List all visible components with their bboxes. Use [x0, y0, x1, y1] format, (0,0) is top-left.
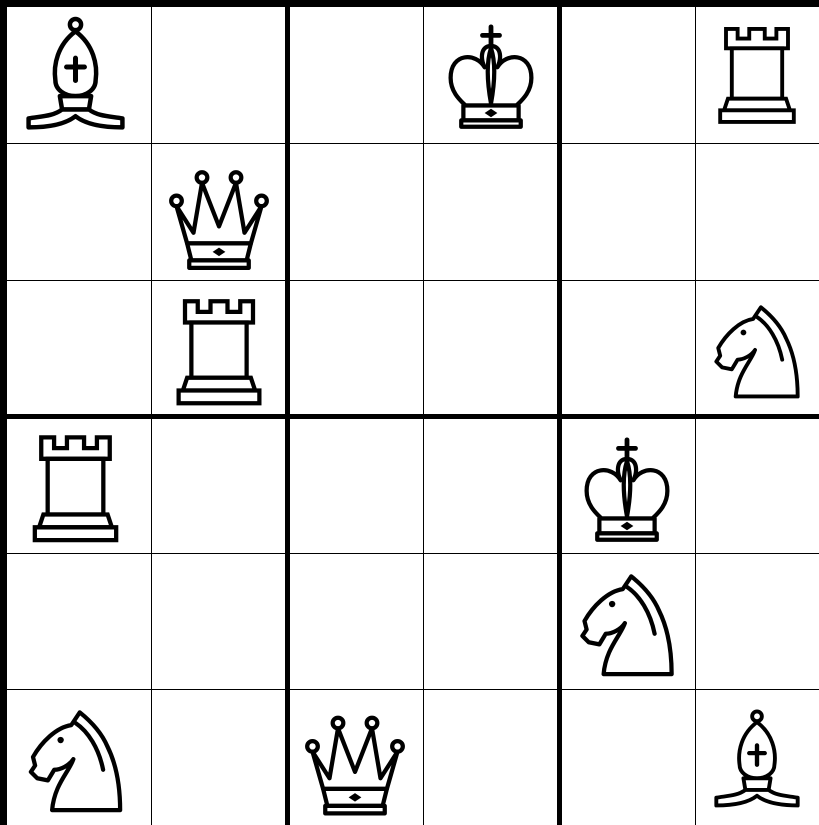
- rook-icon: [695, 0, 819, 143]
- knight-icon: [0, 689, 151, 825]
- cell-r5-c2[interactable]: [151, 553, 287, 689]
- cell-r6-c3[interactable]: [287, 689, 423, 825]
- knight-icon: [559, 553, 695, 689]
- cell-r4-c6[interactable]: [695, 416, 819, 553]
- cell-r4-c5[interactable]: [559, 416, 695, 553]
- cell-r4-c4[interactable]: [423, 416, 559, 553]
- cell-r3-c3[interactable]: [287, 280, 423, 416]
- cell-r5-c4[interactable]: [423, 553, 559, 689]
- grid-line-horizontal: [0, 280, 819, 281]
- bishop-icon: [695, 689, 819, 825]
- cell-r2-c3[interactable]: [287, 143, 423, 280]
- cell-r4-c1[interactable]: [0, 416, 151, 553]
- cell-r1-c4[interactable]: [423, 0, 559, 143]
- grid-line-horizontal: [0, 689, 819, 690]
- bishop-icon: [0, 0, 151, 143]
- board-border-left: [0, 0, 7, 825]
- cell-r1-c2[interactable]: [151, 0, 287, 143]
- cell-r1-c6[interactable]: [695, 0, 819, 143]
- cell-r2-c5[interactable]: [559, 143, 695, 280]
- cell-r2-c6[interactable]: [695, 143, 819, 280]
- box-divider-horizontal: [0, 414, 819, 419]
- grid-line-vertical: [423, 0, 424, 825]
- grid-line-vertical: [695, 0, 696, 825]
- box-divider-vertical: [557, 0, 562, 825]
- cell-r6-c5[interactable]: [559, 689, 695, 825]
- cell-r3-c5[interactable]: [559, 280, 695, 416]
- queen-icon: [287, 689, 423, 825]
- cell-r4-c2[interactable]: [151, 416, 287, 553]
- cell-r1-c1[interactable]: [0, 0, 151, 143]
- cell-r1-c5[interactable]: [559, 0, 695, 143]
- cell-r3-c1[interactable]: [0, 280, 151, 416]
- cell-r3-c4[interactable]: [423, 280, 559, 416]
- cell-r4-c3[interactable]: [287, 416, 423, 553]
- cell-r5-c1[interactable]: [0, 553, 151, 689]
- king-icon: [559, 416, 695, 553]
- box-divider-vertical: [285, 0, 290, 825]
- cell-r3-c2[interactable]: [151, 280, 287, 416]
- king-icon: [423, 0, 559, 143]
- grid-line-horizontal: [0, 143, 819, 144]
- knight-icon: [695, 280, 819, 416]
- grid-line-vertical: [151, 0, 152, 825]
- cell-r5-c5[interactable]: [559, 553, 695, 689]
- board-border-top: [0, 0, 819, 7]
- cell-r2-c4[interactable]: [423, 143, 559, 280]
- cell-r3-c6[interactable]: [695, 280, 819, 416]
- cell-r6-c2[interactable]: [151, 689, 287, 825]
- cell-r5-c3[interactable]: [287, 553, 423, 689]
- cell-r2-c2[interactable]: [151, 143, 287, 280]
- cell-r6-c1[interactable]: [0, 689, 151, 825]
- cell-r1-c3[interactable]: [287, 0, 423, 143]
- cell-r2-c1[interactable]: [0, 143, 151, 280]
- queen-icon: [151, 143, 287, 280]
- cell-r6-c4[interactable]: [423, 689, 559, 825]
- grid-line-horizontal: [0, 553, 819, 554]
- rook-icon: [151, 280, 287, 416]
- rook-icon: [0, 416, 151, 553]
- cell-r6-c6[interactable]: [695, 689, 819, 825]
- cell-r5-c6[interactable]: [695, 553, 819, 689]
